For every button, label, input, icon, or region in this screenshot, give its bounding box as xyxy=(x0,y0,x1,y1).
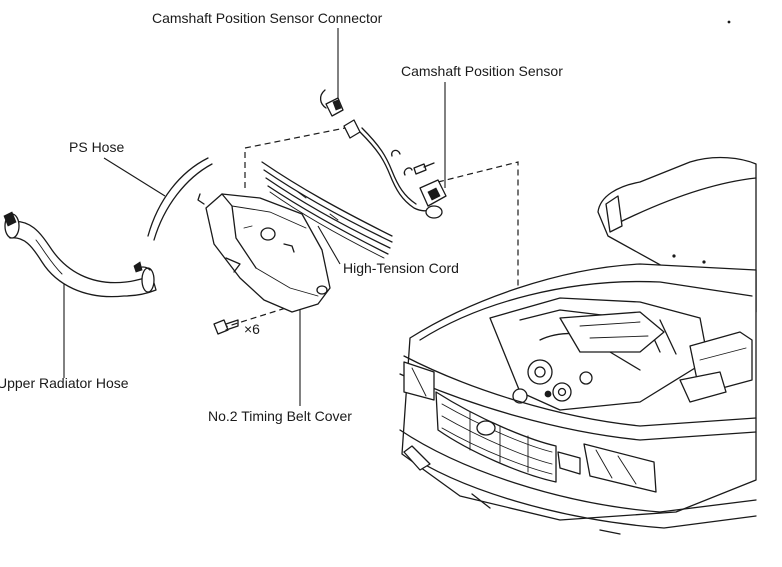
label-no2-timing-belt-cover: No.2 Timing Belt Cover xyxy=(208,408,352,424)
label-upper-radiator-hose: Upper Radiator Hose xyxy=(0,375,129,391)
upper-radiator-hose xyxy=(3,211,157,298)
leader-ps-hose xyxy=(103,157,166,197)
scan-mark xyxy=(727,20,731,24)
label-camshaft-position-sensor: Camshaft Position Sensor xyxy=(401,63,563,79)
camshaft-position-sensor xyxy=(343,119,447,219)
camshaft-position-sensor-connector xyxy=(319,89,344,117)
label-ps-hose: PS Hose xyxy=(69,139,124,155)
timing-cover-bolt xyxy=(213,319,239,335)
label-bolt-count: ×6 xyxy=(244,321,260,337)
high-tension-cord-bundle xyxy=(261,161,393,259)
leader-lines xyxy=(63,28,446,406)
label-camshaft-position-sensor-connector: Camshaft Position Sensor Connector xyxy=(152,10,383,26)
leader-high-tension-cord xyxy=(317,225,341,265)
vehicle-front-with-open-hood xyxy=(399,156,757,535)
no2-timing-belt-cover xyxy=(197,193,331,313)
ps-hose xyxy=(147,157,213,241)
label-high-tension-cord: High-Tension Cord xyxy=(343,260,459,276)
